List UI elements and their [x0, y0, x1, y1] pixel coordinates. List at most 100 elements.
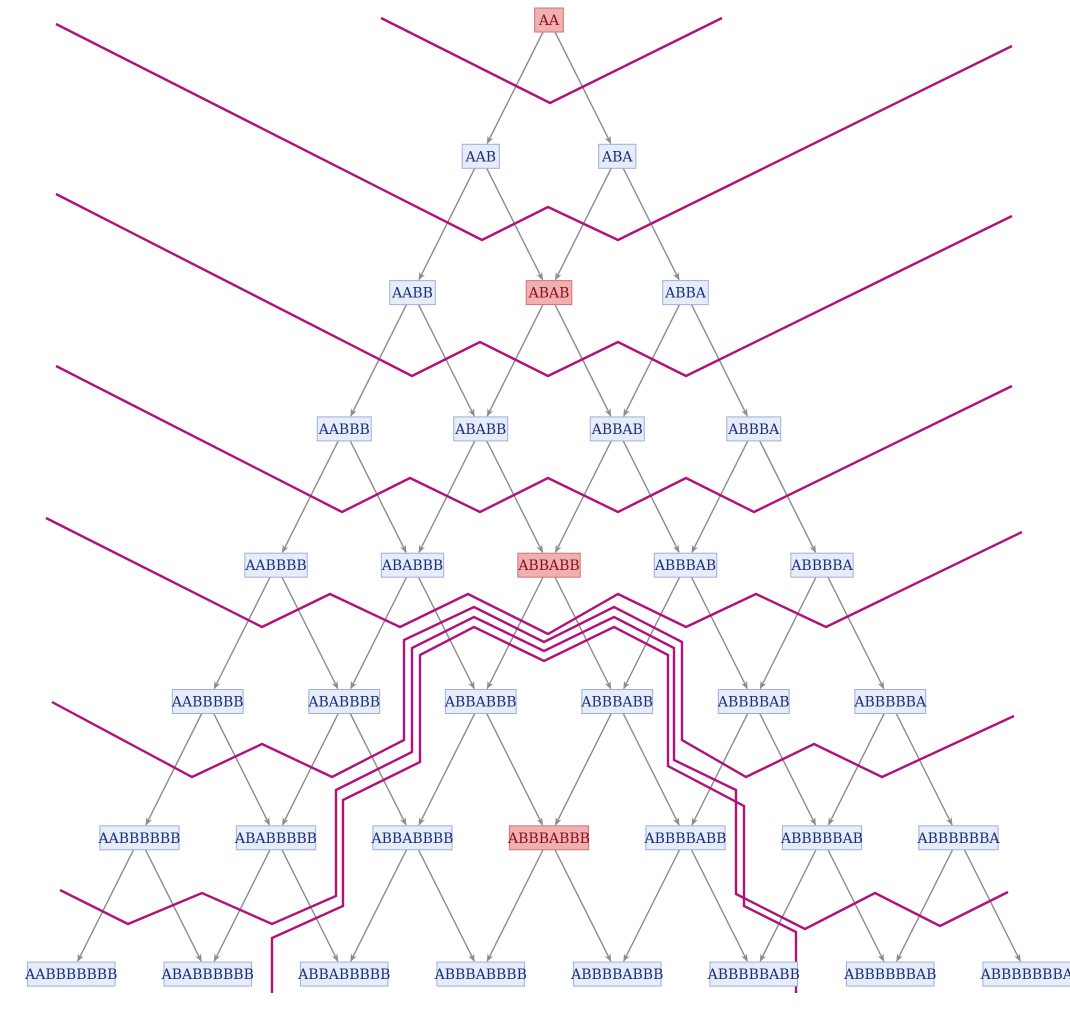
node-box [99, 825, 180, 851]
node-label: ABBBAB [654, 558, 716, 574]
node-label: AABBB [318, 422, 370, 438]
node-abbbbbbab: ABBBBBBAB [843, 961, 936, 987]
node-aabbb: AABBB [316, 416, 372, 442]
node-label: ABBABBBBB [297, 967, 390, 983]
node-label: ABBBBBBAB [843, 967, 936, 983]
node-label: AA [538, 13, 560, 29]
node-label: ABBBBABB [644, 831, 727, 847]
node-box [717, 689, 790, 714]
node-box [308, 689, 381, 714]
node-box [453, 416, 509, 442]
node-aabb: AABB [389, 280, 436, 306]
node-abbabbbb: ABBABBBB [371, 825, 453, 851]
node-label: ABABBBB [307, 695, 380, 711]
foliation-lines [45, 16, 1023, 993]
node-box [235, 825, 317, 851]
foliation-line-3 [55, 192, 1013, 378]
edge-abbbab-to-abbbbab [690, 576, 748, 690]
node-box [26, 961, 116, 987]
node-box [854, 689, 927, 714]
node-label: ABBBABBBB [434, 967, 527, 983]
node-box [444, 689, 517, 714]
node-label: ABBBBBABB [707, 967, 800, 983]
node-box [918, 825, 999, 851]
edge-abbbabb-to-abbbabbb [554, 713, 612, 826]
edge-abba-to-abbab [623, 304, 681, 417]
node-abbabb: ABBABB [517, 552, 581, 578]
node-box [534, 7, 564, 33]
node-abbabbbbb: ABBABBBBB [297, 961, 390, 987]
edge-abbab-to-abbabb [554, 440, 612, 554]
edge-aabb-to-aabbb [350, 304, 408, 417]
foliation-line-5 [45, 516, 1023, 636]
node-label: ABBBA [727, 422, 780, 438]
node-abbbbbbba: ABBBBBBBA [980, 961, 1070, 987]
node-box [316, 416, 372, 442]
node-box [436, 961, 526, 987]
node-label: ABAB [528, 286, 570, 302]
node-box [525, 280, 573, 306]
node-label: ABBA [664, 286, 707, 302]
node-box [790, 552, 854, 578]
node-ababbbbbb: ABABBBBBB [161, 961, 254, 987]
foliation-line-1 [380, 16, 723, 105]
node-aabbbbbb: AABBBBBB [98, 825, 180, 851]
node-box [171, 689, 244, 714]
node-label: ABBBBBA [853, 695, 927, 711]
edge-abbbba-to-abbbbab [759, 576, 817, 690]
edge-aabbbbbb-to-aabbbbbbb [77, 849, 135, 962]
node-box [572, 961, 662, 987]
edge-abbbab-to-abbbabb [623, 576, 681, 690]
node-abbbabbb: ABBBABBB [507, 825, 590, 851]
node-abbbab: ABBBAB [653, 552, 718, 578]
node-abbbbba: ABBBBBA [853, 689, 927, 714]
edge-abbabbb-to-abbabbbb [418, 713, 476, 826]
foliation-line-7 [59, 615, 1009, 931]
edge-abbabbb-to-abbbabbb [486, 713, 544, 826]
edge-ababbbbb-to-ababbbbbb [213, 849, 271, 962]
edge-aabbbb-to-aabbbbb [213, 576, 271, 690]
edge-abbbbba-to-abbbbbba [895, 713, 953, 826]
edge-abbabb-to-abbabbb [486, 576, 544, 690]
node-box [709, 961, 799, 987]
edge-abbba-to-abbbab [691, 440, 749, 554]
node-aabbbbb: AABBBBB [171, 689, 244, 714]
node-label: ABABB [454, 422, 506, 438]
node-abbab: ABBAB [589, 416, 645, 442]
nodes: AA AAB ABA AABB ABAB ABBA AABBB ABABB ABBAB ABBBA… [24, 7, 1070, 987]
edge-abbbbbba-to-abbbbbbba [963, 849, 1021, 962]
edge-abbbbabb-to-abbbbbabb [690, 849, 748, 962]
edge-aabb-to-ababb [417, 304, 475, 417]
node-abbbbab: ABBBBAB [717, 689, 790, 714]
node-ababbb: ABABBB [380, 552, 445, 578]
node-box [982, 961, 1070, 987]
node-label: ABABBBBB [234, 831, 317, 847]
node-abbbabbbb: ABBBABBBB [434, 961, 527, 987]
node-abba: ABBA [662, 280, 709, 306]
edge-ababb-to-abbabb [486, 440, 544, 554]
node-label: ABA [601, 149, 633, 165]
node-abbbbbabb: ABBBBBABB [707, 961, 800, 987]
edge-abbbbab-to-abbbbbab [759, 713, 817, 826]
node-box [645, 825, 726, 851]
node-abbbabb: ABBBABB [580, 689, 654, 714]
node-aabbbb: AABBBB [244, 552, 308, 578]
node-box [461, 143, 500, 169]
node-aa: AA [534, 7, 564, 33]
node-label: ABBBBABBB [570, 967, 663, 983]
node-box [380, 552, 445, 578]
node-box [781, 825, 863, 851]
node-label: ABABBB [381, 558, 443, 574]
edge-ababbbb-to-ababbbbb [281, 713, 339, 826]
node-label: AABB [391, 286, 433, 302]
edge-abbbbab-to-abbbbabb [691, 713, 749, 826]
edge-aabbb-to-ababbb [349, 440, 407, 554]
node-label: AAB [464, 149, 496, 165]
node-label: ABBBABBB [507, 831, 590, 847]
edge-ababbb-to-abbabbb [417, 576, 475, 690]
edge-abbabbbb-to-abbbabbbb [417, 849, 475, 962]
node-ababbbbb: ABABBBBB [234, 825, 317, 851]
node-box [581, 689, 654, 714]
edge-abbabbbb-to-abbabbbbb [350, 849, 408, 962]
node-label: ABBBABB [580, 695, 653, 711]
